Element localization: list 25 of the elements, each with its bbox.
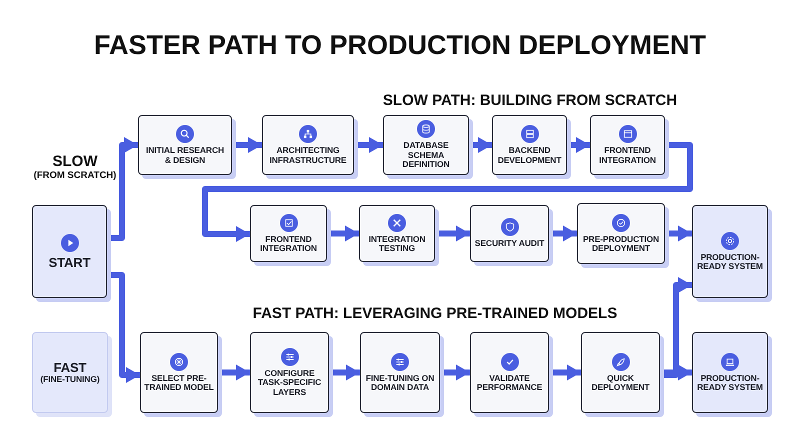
node-label: PRE-PRODUCTION DEPLOYMENT	[582, 234, 660, 254]
node-label: INTEGRATION TESTING	[368, 234, 426, 254]
node-label: FINE-TUNING ON DOMAIN DATA	[364, 374, 436, 392]
path-label: SLOW	[52, 153, 98, 170]
node-label: FRONTEND INTEGRATION	[259, 234, 318, 254]
section-heading: FAST PATH: LEVERAGING PRE-TRAINED MODELS	[252, 305, 618, 322]
node-label: DATABASE SCHEMA DEFINITION	[401, 141, 451, 170]
diagram-title: FASTER PATH TO PRODUCTION DEPLOYMENT	[92, 30, 708, 61]
node-label: FAST	[54, 360, 86, 376]
node-label: PRODUCTION-READY SYSTEM	[696, 374, 764, 392]
arrow	[202, 142, 693, 242]
node-label: BACKEND DEVELOPMENT	[496, 146, 562, 165]
node-label: CONFIGURE TASK-SPECIFIC LAYERS	[256, 368, 322, 398]
node-label: INITIAL RESEARCH & DESIGN	[144, 146, 226, 165]
node-label: SELECT PRE-TRAINED MODEL	[144, 374, 214, 392]
node-sublabel: (FINE-TUNING)	[40, 375, 100, 385]
node-label: ARCHITECTING INFRASTRUCTURE	[268, 146, 348, 165]
node-label: QUICK DEPLOYMENT	[590, 374, 651, 392]
section-heading: SLOW PATH: BUILDING FROM SCRATCH	[382, 92, 678, 109]
node-label: SECURITY AUDIT	[474, 239, 544, 249]
node-label: FRONTEND INTEGRATION	[598, 146, 657, 165]
node-label: VALIDATE PERFORMANCE	[476, 374, 544, 392]
node-label: START	[48, 254, 90, 270]
path-sublabel: (FROM SCRATCH)	[32, 170, 118, 181]
node-label: PRODUCTION-READY SYSTEM	[696, 252, 764, 272]
